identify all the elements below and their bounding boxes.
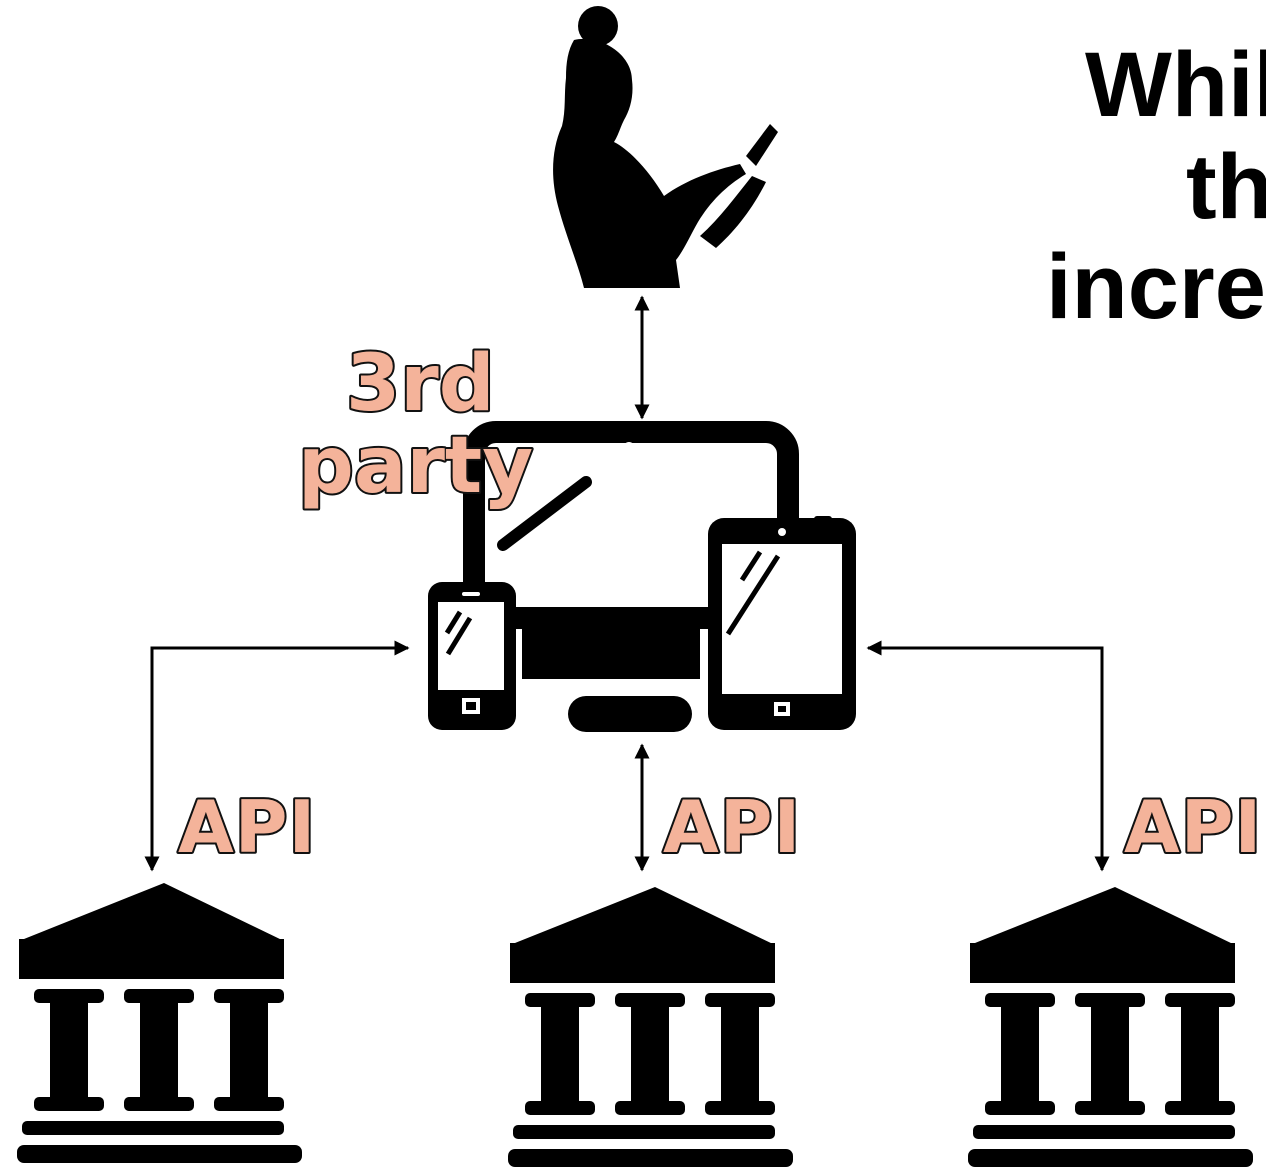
api-label-left: API	[178, 785, 316, 869]
heading-line-2: th	[1186, 136, 1266, 238]
person-with-phone-icon	[553, 6, 778, 289]
connectors	[144, 295, 1110, 872]
heading-line-3: incre	[1046, 236, 1266, 338]
third-party-label: 3rd party	[296, 337, 535, 513]
right-bank-connector	[866, 640, 1110, 872]
bank-icon	[17, 883, 302, 1163]
third-party-line-2: party	[298, 421, 533, 511]
heading-line-1: Whil	[1085, 34, 1266, 136]
third-party-line-1: 3rd	[346, 339, 495, 429]
api-label-right: API	[1124, 785, 1262, 869]
left-bank-connector	[144, 640, 410, 872]
devices-icon	[428, 421, 856, 732]
api-label-center: API	[663, 785, 801, 869]
bank-icon	[508, 887, 793, 1167]
heading: Whil th incre	[1046, 34, 1266, 338]
bank-icon	[968, 887, 1253, 1167]
